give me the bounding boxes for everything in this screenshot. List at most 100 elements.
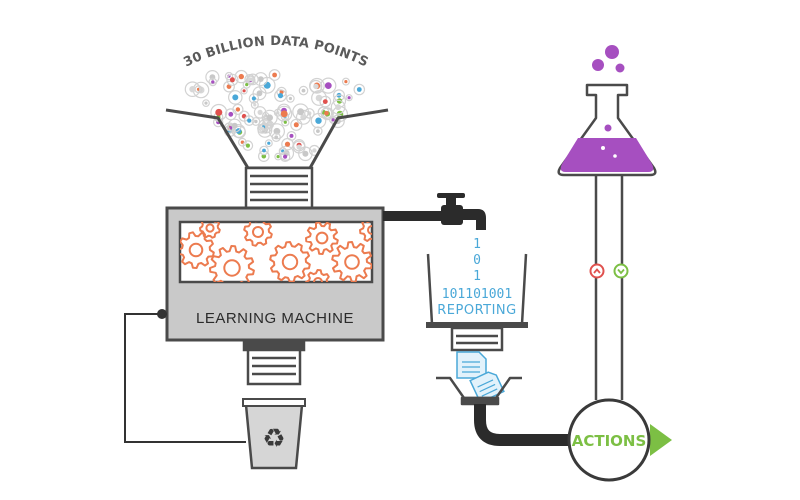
data-point-ring <box>253 106 267 119</box>
data-point <box>211 80 215 84</box>
data-point-ring <box>330 99 346 115</box>
data-point-ring <box>227 118 242 133</box>
data-point <box>331 118 335 122</box>
chevron-up-icon <box>589 263 605 279</box>
data-point-ring <box>208 77 218 87</box>
data-point-ring <box>304 108 315 119</box>
data-point <box>324 110 329 116</box>
data-point-ring <box>242 80 251 89</box>
data-point-ring <box>310 112 327 129</box>
data-point <box>253 103 257 107</box>
data-point-ring <box>268 69 281 81</box>
data-point <box>257 109 263 115</box>
reporting-neck <box>450 326 504 352</box>
data-point <box>242 89 246 93</box>
data-point <box>302 150 309 157</box>
data-point <box>283 120 287 124</box>
data-point-ring <box>331 114 345 129</box>
data-points-cloud <box>184 69 366 162</box>
gear <box>180 231 215 269</box>
data-point <box>313 83 319 90</box>
data-point <box>280 110 288 118</box>
data-point <box>274 135 279 140</box>
data-point <box>235 107 241 112</box>
feedback-loop <box>124 309 246 443</box>
data-point-ring <box>319 95 332 108</box>
gear <box>209 245 255 282</box>
data-point <box>204 101 208 105</box>
data-point-ring <box>286 94 295 103</box>
gear-hub <box>205 223 215 233</box>
data-point <box>296 144 302 150</box>
gear-hub <box>315 231 329 245</box>
data-point-ring <box>264 139 273 148</box>
actions-node: ACTIONS <box>567 398 672 482</box>
output-pipe <box>383 193 486 230</box>
data-point <box>238 73 244 80</box>
data-point <box>245 143 250 148</box>
data-point-ring <box>274 89 287 102</box>
data-point-ring <box>281 137 294 151</box>
data-point <box>251 96 256 101</box>
data-points-label: 30 BILLION DATA POINTS <box>181 34 370 70</box>
data-point-ring <box>320 77 337 94</box>
data-point <box>293 122 299 128</box>
data-point-ring <box>281 118 290 127</box>
data-point-ring <box>251 117 261 126</box>
data-point-ring <box>290 118 303 131</box>
data-point <box>240 140 245 144</box>
funnel-neck <box>244 166 314 210</box>
data-point-ring <box>234 69 248 84</box>
data-point-ring <box>292 103 310 121</box>
data-point-ring <box>257 123 268 134</box>
document-icon <box>456 351 487 379</box>
faucet-icon <box>437 193 486 230</box>
data-point <box>254 119 258 124</box>
data-point-ring <box>184 81 201 97</box>
data-point-ring <box>345 94 353 102</box>
data-point-ring <box>259 145 269 156</box>
data-point-ring <box>274 152 282 161</box>
data-point <box>316 129 320 134</box>
data-point-ring <box>252 86 267 101</box>
gear-hub <box>223 259 241 277</box>
actions-pipe <box>474 404 572 446</box>
data-point <box>276 155 280 159</box>
data-point <box>288 96 292 101</box>
data-point-ring <box>237 137 247 147</box>
gear <box>305 269 330 282</box>
gear <box>359 222 372 242</box>
data-point <box>322 99 328 104</box>
data-point <box>267 141 271 145</box>
gear-hub <box>313 277 323 282</box>
data-point-ring <box>271 132 281 142</box>
data-point <box>272 72 277 78</box>
data-point-ring <box>353 83 366 96</box>
data-point-ring <box>246 73 259 86</box>
data-point <box>284 141 291 147</box>
data-point-ring <box>298 85 309 96</box>
bit-2: 0 <box>473 253 481 268</box>
data-point-ring <box>250 100 259 109</box>
data-point <box>229 126 233 130</box>
reporting-container: 1 0 1 101101001 REPORTING <box>426 237 528 328</box>
data-point-ring <box>279 151 291 162</box>
data-point <box>315 117 322 124</box>
data-point <box>228 111 234 117</box>
data-point <box>301 88 306 93</box>
gear <box>331 241 372 282</box>
recycle-icon: ♻ <box>262 424 285 454</box>
learning-machine: LEARNING MACHINE <box>165 206 385 342</box>
data-point-ring <box>243 115 255 126</box>
data-point-ring <box>224 108 237 121</box>
flask-tubes <box>594 175 624 400</box>
gears-window <box>180 222 372 282</box>
gear-hub <box>252 226 264 238</box>
gear-hub <box>367 225 372 235</box>
data-point-ring <box>261 109 278 126</box>
data-point <box>266 114 274 121</box>
data-point <box>277 93 284 99</box>
data-point-ring <box>202 99 210 107</box>
data-point-ring <box>242 140 254 151</box>
data-point-ring <box>341 77 350 86</box>
